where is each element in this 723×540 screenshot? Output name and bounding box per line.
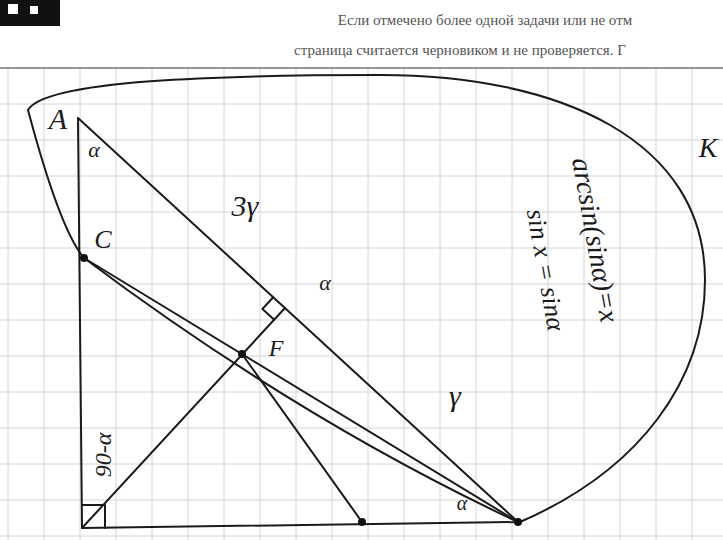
angle-label: α (88, 138, 100, 162)
point (238, 350, 246, 358)
point-label: K (699, 133, 718, 164)
grid-line (656, 68, 657, 540)
qr-code (8, 4, 18, 14)
grid-line (0, 392, 723, 393)
angle-label: 90-α (90, 433, 116, 478)
point-label: F (269, 335, 284, 361)
grid-line (260, 68, 261, 540)
header-rule (0, 67, 723, 68)
grid-line (0, 536, 723, 537)
triangle (78, 118, 518, 528)
altitude (82, 308, 285, 528)
grid-line (0, 140, 723, 141)
grid-line (296, 68, 297, 540)
grid-line (152, 68, 153, 540)
grid-line (476, 68, 477, 540)
right-angle-mark (262, 297, 274, 320)
grid-line (404, 68, 405, 540)
grid-line (584, 68, 585, 540)
header-note: страница считается черновиком и не прове… (294, 42, 626, 59)
formula-note: sin x = sinα (520, 207, 570, 333)
grid-line (0, 356, 723, 357)
grid-line (512, 68, 513, 540)
grid-line (0, 212, 723, 213)
angle-label: α (457, 492, 468, 514)
point (514, 518, 522, 526)
grid-line (44, 68, 45, 540)
qr-code (0, 0, 60, 26)
arc-curve (28, 110, 518, 522)
length-label: 3γ (232, 189, 259, 222)
point (80, 254, 88, 262)
grid-line (332, 68, 333, 540)
circle-curve (28, 75, 705, 522)
grid-line (692, 68, 693, 540)
grid-line (0, 176, 723, 177)
grid-line (0, 68, 723, 69)
grid-line (8, 68, 9, 540)
length-label: γ (449, 379, 461, 412)
grid-line (224, 68, 225, 540)
grid-line (440, 68, 441, 540)
grid-line (0, 104, 723, 105)
grid-line (368, 68, 369, 540)
point (358, 518, 366, 526)
grid-line (188, 68, 189, 540)
point-label: A (49, 102, 67, 135)
right-angle-mark (82, 505, 105, 528)
qr-code (30, 6, 38, 14)
header-note: Если отмечено более одной задачи или не … (338, 12, 632, 29)
point-label: C (94, 226, 111, 255)
grid-paper (0, 68, 723, 540)
segment (84, 258, 518, 522)
angle-label: α (319, 271, 331, 295)
formula-note: arcsin(sinα)=x (565, 155, 624, 324)
